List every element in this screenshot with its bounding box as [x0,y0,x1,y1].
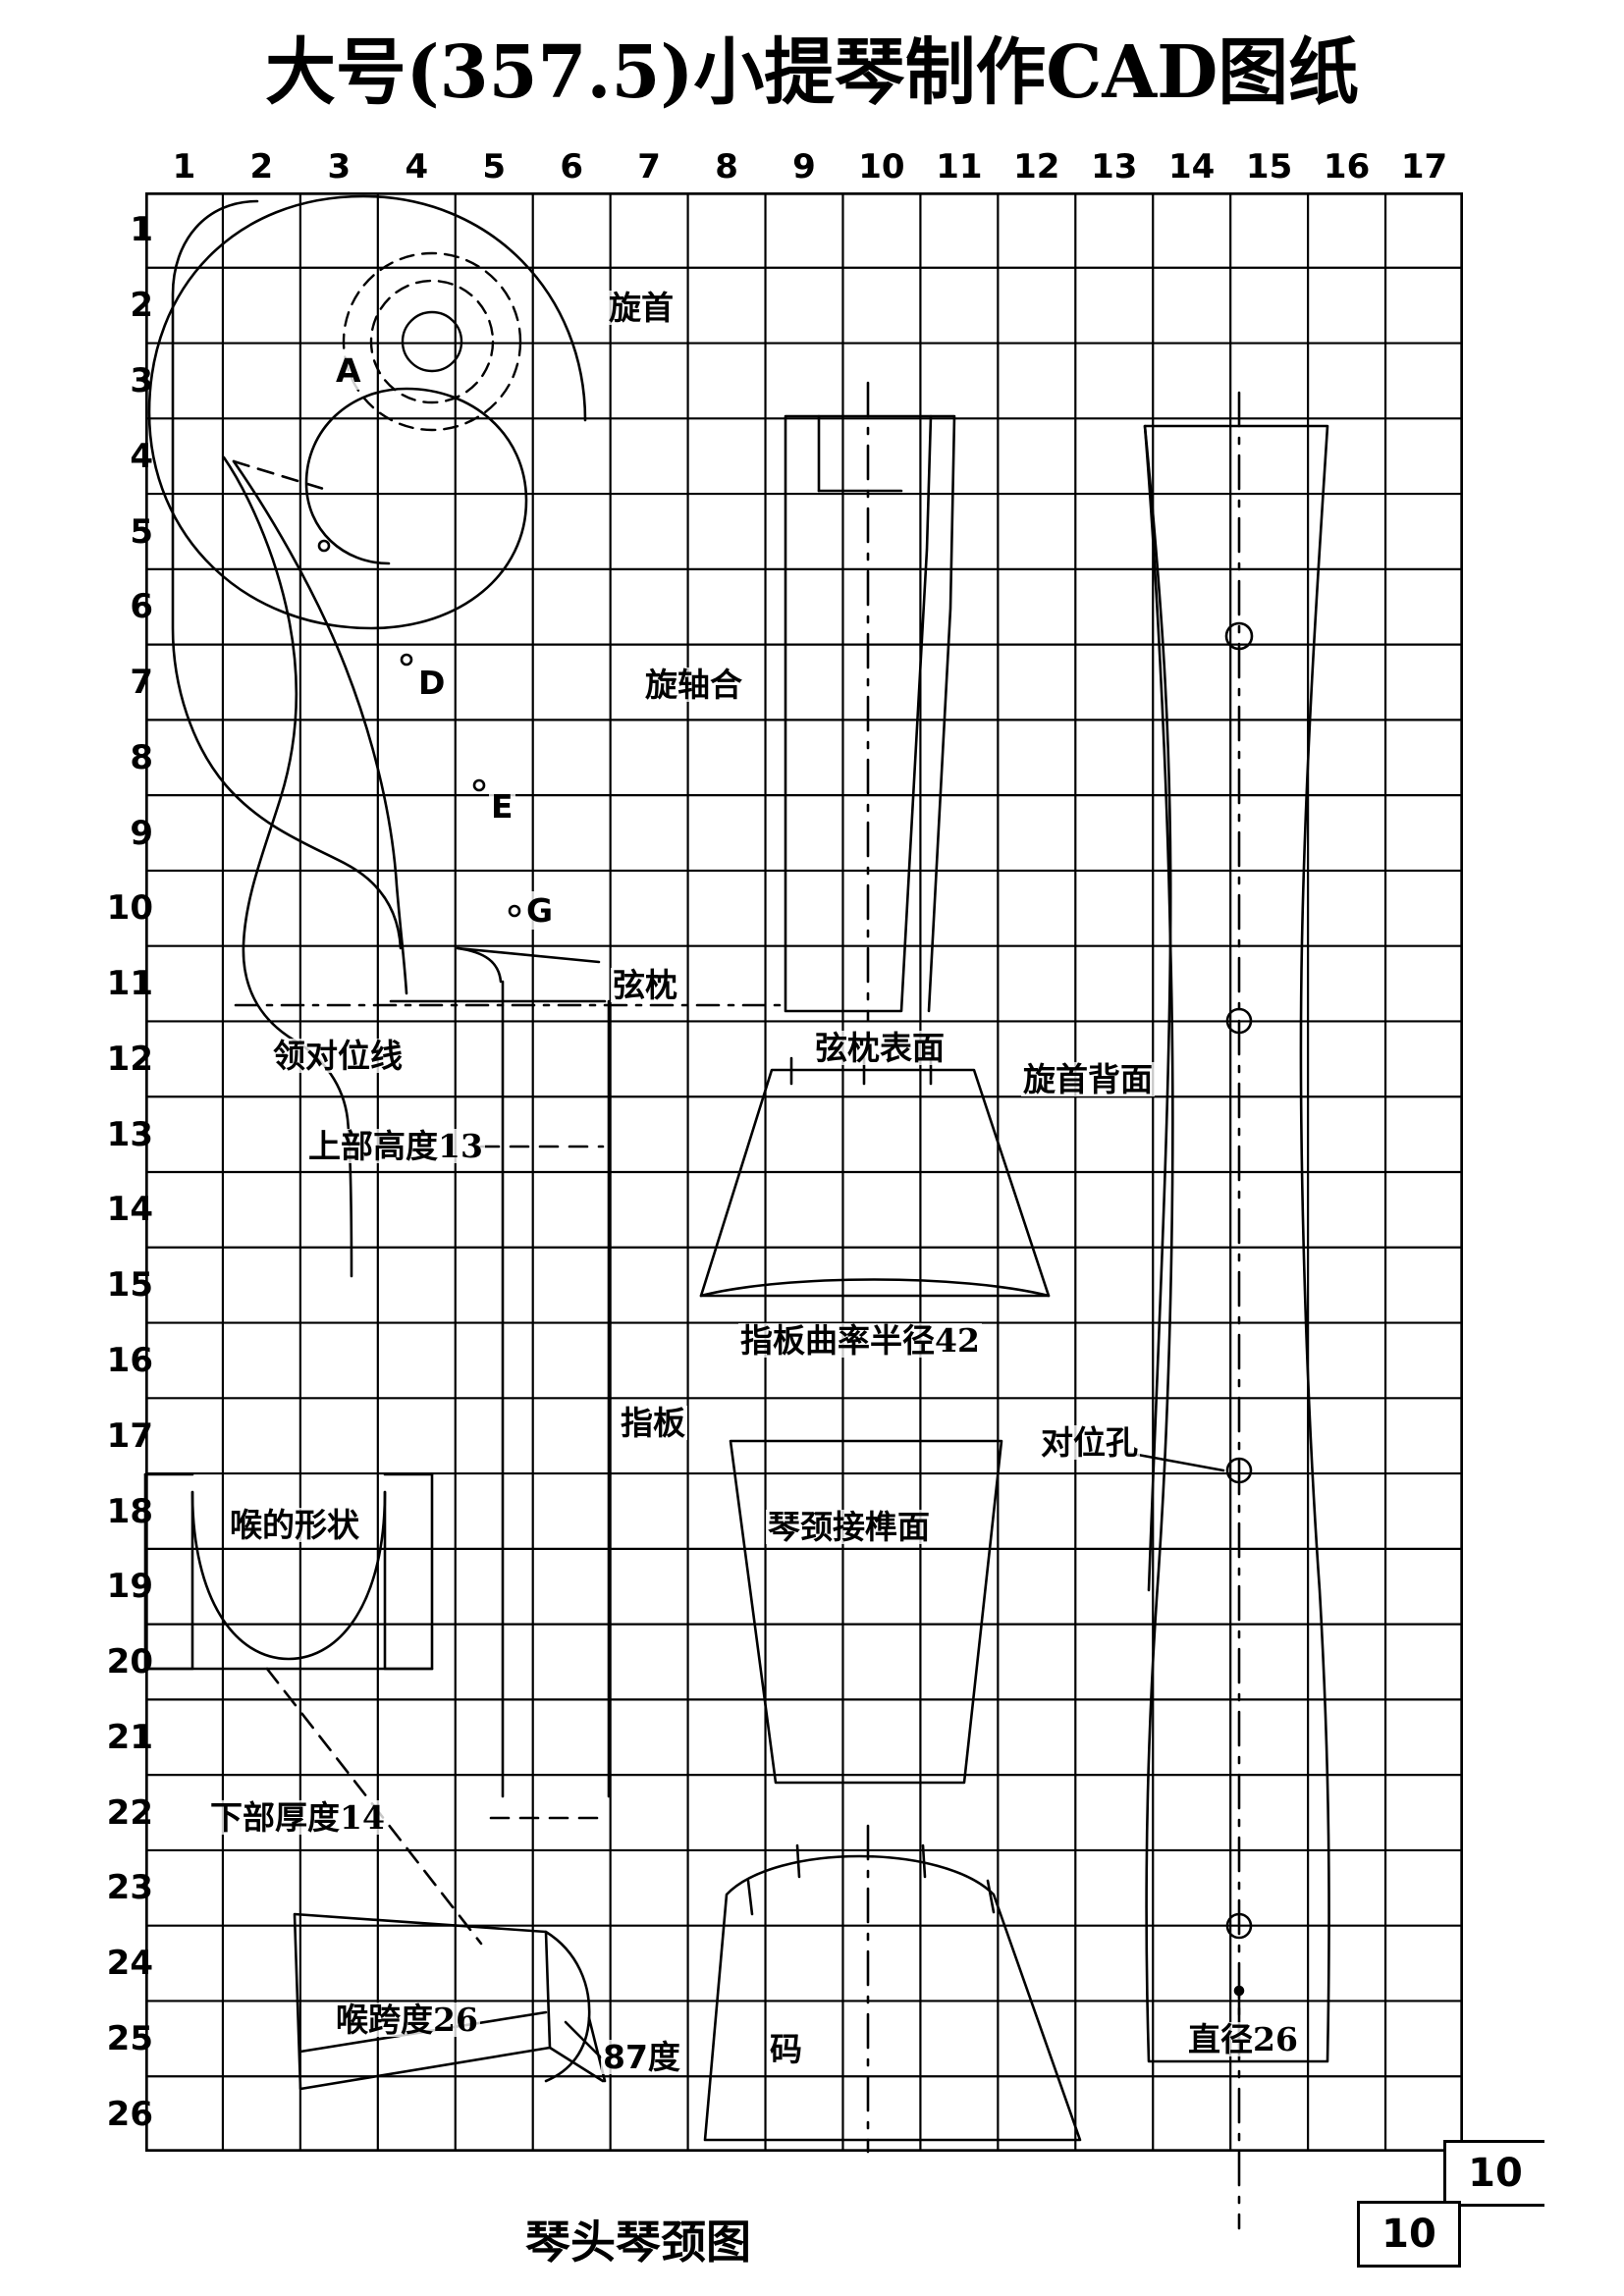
column-label-15: 15 [1245,147,1293,187]
annotation-throat-span: 喉跨度26 [334,2001,480,2039]
corner-box-bottom: 10 [1357,2201,1461,2268]
grid-line-set [145,192,1463,2152]
column-label-10: 10 [858,147,905,187]
column-label-12: 12 [1013,147,1060,187]
annotation-nut: 弦枕 [611,966,679,1004]
point-label-d: D [416,664,448,702]
corner-box-top: 10 [1443,2140,1544,2207]
column-label-5: 5 [482,147,507,187]
annotation-scroll-back: 旋首背面 [1021,1060,1155,1098]
annotation-peg-box: 旋轴合 [643,666,744,704]
column-label-4: 4 [405,147,429,187]
point-label-a: A [334,351,363,390]
point-label-e: E [489,787,515,826]
annotation-upper-height: 上部高度13 [306,1127,485,1165]
column-label-2: 2 [249,147,274,187]
column-label-9: 9 [792,147,816,187]
grid-frame [145,192,1463,2152]
column-label-14: 14 [1168,147,1216,187]
page-title: 大号(357.5)小提琴制作CAD图纸 [265,30,1359,115]
annotation-scroll: 旋首 [607,289,676,327]
column-label-17: 17 [1400,147,1448,187]
column-label-8: 8 [715,147,738,187]
annotation-fingerboard: 指板 [619,1404,687,1442]
column-label-6: 6 [560,147,584,187]
column-label-3: 3 [327,147,352,187]
annotation-angle-87: 87度 [601,2038,682,2076]
column-label-13: 13 [1091,147,1138,187]
annotation-fingerboard-radius: 指板曲率半径42 [738,1321,982,1360]
annotation-lower-thickness: 下部厚度14 [208,1798,387,1837]
annotation-neck-joint-surface: 琴颈接榫面 [766,1508,932,1546]
annotation-diameter-26: 直径26 [1186,2020,1300,2058]
column-label-11: 11 [936,147,983,187]
annotation-nut-surface: 弦枕表面 [813,1029,947,1067]
point-label-g: G [524,891,556,930]
annotation-collar-alignment-line: 领对位线 [271,1037,405,1075]
grid-border [145,192,1463,2152]
column-label-7: 7 [637,147,661,187]
column-label-16: 16 [1323,147,1371,187]
annotation-bridge: 码 [768,2030,804,2068]
annotation-alignment-hole: 对位孔 [1039,1423,1140,1462]
sheet-caption: 琴头琴颈图 [525,2216,751,2269]
annotation-throat-shape: 喉的形状 [228,1506,361,1544]
column-label-1: 1 [172,147,196,187]
